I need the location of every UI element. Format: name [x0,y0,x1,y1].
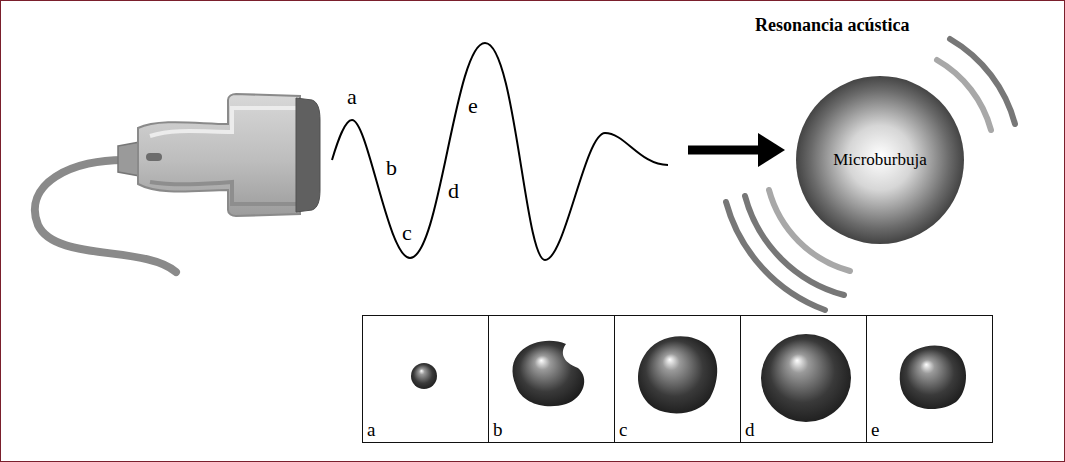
ultrasound-probe [118,94,320,216]
direction-arrow [688,133,785,167]
bubble-stages [411,334,966,422]
stage-letter: a [367,419,375,441]
sphere-fill [796,76,964,244]
stage-panel: d [740,315,867,443]
stage-letter: d [745,419,755,441]
stage-letter: e [871,419,879,441]
wave-phase-letter: c [402,222,412,244]
resonance-label: Resonancia acústica [755,16,910,34]
stage-panel: e [866,315,993,443]
stage-letter: c [619,419,627,441]
ultrasound-wave [332,43,668,260]
stage-panel: a [362,315,489,443]
wave-phase-letter: a [347,86,357,108]
microbubble-circle: Microburbuja [795,75,965,245]
stage-panel: b [488,315,615,443]
wave-phase-letter: e [468,95,478,117]
stage-panel: c [614,315,741,443]
wave-phase-letter: b [386,157,397,179]
wave-phase-letter: d [448,180,459,202]
node-title: Microburbuja [833,150,926,170]
stage-letter: b [493,419,503,441]
resonance-waves [726,39,1015,310]
